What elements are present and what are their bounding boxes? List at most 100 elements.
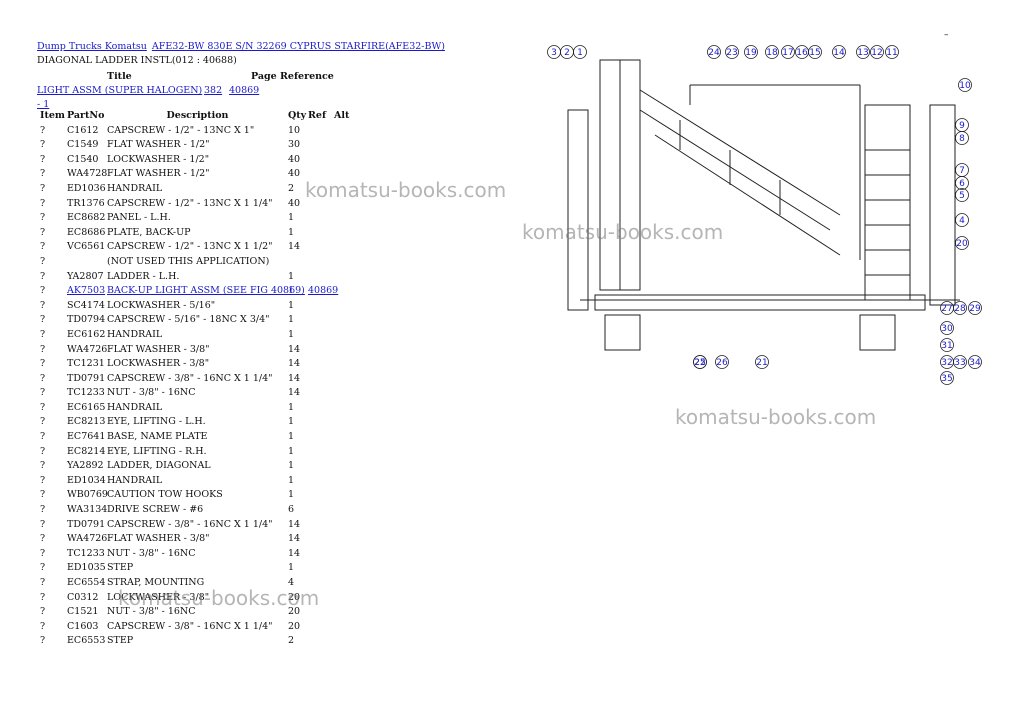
callout-label: 7 <box>959 166 965 176</box>
part-item: ? <box>40 577 46 588</box>
part-ref <box>308 328 348 343</box>
part-ref <box>308 255 348 270</box>
part-description: PANEL - L.H. <box>107 212 171 224</box>
breadcrumb-link-category[interactable]: Dump Trucks Komatsu <box>37 41 147 52</box>
part-qty: 14 <box>288 518 301 530</box>
part-qty: 40 <box>288 153 301 165</box>
callout-marker: 3 <box>547 45 561 59</box>
callout-label: 21 <box>756 358 767 368</box>
part-item: ? <box>40 445 46 457</box>
callout-marker: 18 <box>765 45 779 59</box>
part-item: ? <box>40 285 46 297</box>
parts-row: ?(NOT USED THIS APPLICATION) <box>40 255 370 270</box>
part-description: NUT - 3/8" - 16NC <box>107 606 196 618</box>
callout-label: 3 <box>551 48 557 58</box>
base-beam <box>594 294 926 311</box>
callout-label: 31 <box>941 341 952 351</box>
part-number: TC1233 <box>67 387 105 399</box>
part-description: LADDER - L.H. <box>107 270 180 282</box>
part-item: ? <box>40 226 46 238</box>
ref-title-link[interactable]: LIGHT ASSM (SUPER HALOGEN) - 1 <box>37 85 203 110</box>
part-item: ? <box>40 460 46 472</box>
part-ref <box>308 401 348 416</box>
part-ref <box>308 343 348 358</box>
part-item: ? <box>40 416 46 428</box>
part-description: CAPSCREW - 1/2" - 13NC X 1" <box>107 124 255 136</box>
part-number: WA3134 <box>67 504 108 516</box>
part-qty[interactable]: 1 <box>288 285 295 297</box>
part-item: ? <box>40 620 46 632</box>
part-item: ? <box>40 212 46 224</box>
part-item: ? <box>40 139 46 151</box>
ref-page-link[interactable]: 382 <box>204 85 223 96</box>
part-number: TC1233 <box>67 547 105 559</box>
callout-label: 27 <box>941 304 952 314</box>
callout-label: 34 <box>969 358 981 368</box>
breadcrumb-link-model[interactable]: AFE32-BW 830E S/N 32269 CYPRUS STARFIRE(… <box>151 41 445 52</box>
part-qty: 14 <box>288 343 301 355</box>
part-description: PLATE, BACK-UP <box>107 226 191 238</box>
part-description: FLAT WASHER - 1/2" <box>107 139 210 151</box>
part-ref[interactable]: 40869 <box>308 285 339 297</box>
part-ref <box>308 474 348 489</box>
callout-label: 5 <box>959 191 965 201</box>
part-qty: 10 <box>288 124 301 136</box>
ref-reference-link[interactable]: 40869 <box>229 85 260 96</box>
part-description: LOCKWASHER - 3/8" <box>107 358 210 370</box>
part-item: ? <box>40 168 46 180</box>
part-description: STEP <box>107 562 134 574</box>
part-description: STEP <box>107 635 134 647</box>
part-item: ? <box>40 372 46 384</box>
part-number: TD0791 <box>67 518 106 530</box>
col-ref: Ref <box>308 110 327 121</box>
part-qty: 1 <box>288 314 295 326</box>
part-description: CAPSCREW - 1/2" - 13NC X 1 1/4" <box>107 197 273 209</box>
part-description: CAPSCREW - 5/16" - 18NC X 3/4" <box>107 314 270 326</box>
part-number: C1603 <box>67 620 99 632</box>
part-description[interactable]: BACK-UP LIGHT ASSM (SEE FIG 40869) <box>107 285 305 297</box>
watermark: komatsu-books.com <box>675 405 877 429</box>
parts-header-row: Item PartNo Description Qty Ref Alt <box>40 109 370 124</box>
part-number: C0312 <box>67 591 99 603</box>
part-qty: 1 <box>288 489 295 501</box>
part-number: C1521 <box>67 606 99 618</box>
part-ref <box>308 430 348 445</box>
part-item: ? <box>40 387 46 399</box>
part-number[interactable]: AK7503 <box>67 285 106 297</box>
part-description: BASE, NAME PLATE <box>107 431 208 443</box>
part-number: EC6162 <box>67 328 106 340</box>
part-qty: 1 <box>288 416 295 428</box>
right-ladder <box>864 104 911 301</box>
part-qty: 20 <box>288 606 301 618</box>
part-description: NUT - 3/8" - 16NC <box>107 547 196 559</box>
part-number: EC6553 <box>67 635 106 647</box>
part-number: VC6561 <box>67 241 106 253</box>
part-item: ? <box>40 299 46 311</box>
callout-label: 10 <box>959 81 971 91</box>
part-qty: 6 <box>288 504 295 516</box>
part-item: ? <box>40 474 46 486</box>
part-qty: 2 <box>288 635 295 647</box>
part-item: ? <box>40 153 46 165</box>
part-qty: 1 <box>288 474 295 486</box>
callout-marker: 33 <box>953 355 967 369</box>
part-description: LOCKWASHER - 3/8" <box>107 591 210 603</box>
callout-marker: 21 <box>755 355 769 369</box>
callout-marker: 9 <box>955 118 969 132</box>
part-description: HANDRAIL <box>107 182 163 194</box>
part-qty: 1 <box>288 431 295 443</box>
part-number: C1549 <box>67 139 99 151</box>
